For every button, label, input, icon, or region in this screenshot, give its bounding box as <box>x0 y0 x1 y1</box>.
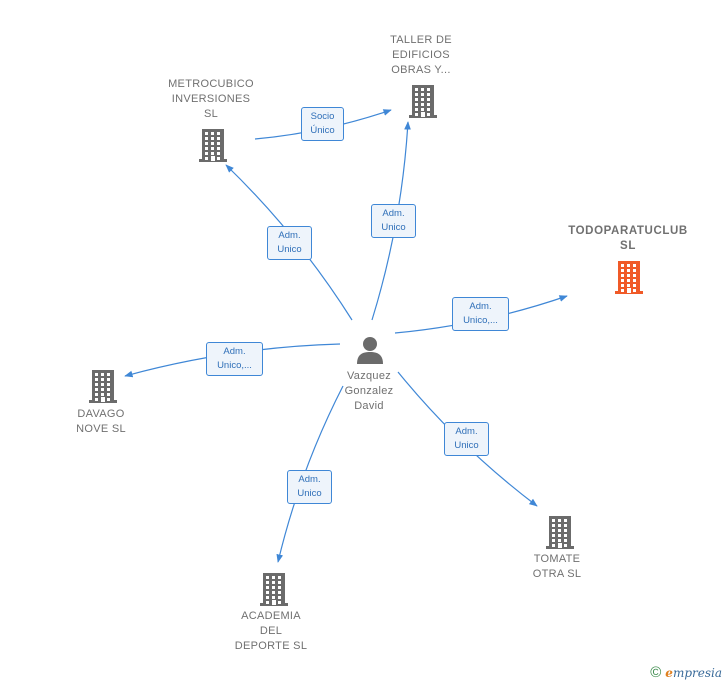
person-name-line: David <box>354 400 384 412</box>
node-label-line: METROCUBICO <box>168 78 254 90</box>
building-icon[interactable] <box>258 571 290 612</box>
node-label-line: EDIFICIOS <box>392 49 450 61</box>
edge-label-line: Unico,... <box>217 360 252 371</box>
person-name-line: Gonzalez <box>344 385 394 397</box>
person-icon[interactable] <box>354 334 386 366</box>
node-label-line: DEPORTE SL <box>234 640 308 652</box>
node-label-line: TODOPARATUCLUB <box>568 225 688 237</box>
node-label-line: DAVAGO <box>77 408 125 420</box>
edge-label-line: Adm. <box>469 301 492 312</box>
node-label-academia[interactable]: ACADEMIA DEL DEPORTE SL <box>221 609 321 654</box>
edge-label-line: Unico <box>297 488 322 499</box>
footer-credit: ©empresia <box>650 664 722 681</box>
edge-label-line: Socio <box>310 111 335 122</box>
edge-label-line: Adm. <box>455 426 478 437</box>
node-label-line: OTRA SL <box>532 568 582 580</box>
edge-label-adm-unico-taller[interactable]: Adm. Unico <box>371 204 416 238</box>
building-icon[interactable] <box>544 514 576 555</box>
edge-label-adm-unico-todo[interactable]: Adm. Unico,... <box>452 297 509 331</box>
edge-label-line: Adm. <box>278 230 301 241</box>
edge-label-adm-unico-tomate[interactable]: Adm. Unico <box>444 422 489 456</box>
brand-logo-text: mpresia <box>672 666 722 680</box>
node-label-metrocubico[interactable]: METROCUBICO INVERSIONES SL <box>156 77 266 122</box>
edge-label-socio-unico[interactable]: Socio Único <box>301 107 344 141</box>
edge-label-adm-unico-davago[interactable]: Adm. Unico,... <box>206 342 263 376</box>
edge-label-line: Unico <box>381 222 406 233</box>
building-icon[interactable] <box>87 368 119 409</box>
center-person-label[interactable]: Vazquez Gonzalez David <box>324 369 414 414</box>
building-icon[interactable] <box>197 127 229 168</box>
edge-label-line: Unico,... <box>463 315 498 326</box>
node-label-line: OBRAS Y... <box>391 64 451 76</box>
node-label-taller[interactable]: TALLER DE EDIFICIOS OBRAS Y... <box>371 33 471 78</box>
node-label-line: ACADEMIA <box>241 610 301 622</box>
edge-label-adm-unico-metro[interactable]: Adm. Unico <box>267 226 312 260</box>
node-label-davago[interactable]: DAVAGO NOVE SL <box>56 407 146 437</box>
person-name-line: Vazquez <box>346 370 392 382</box>
node-label-line: SL <box>203 108 219 120</box>
edges-layer <box>124 109 568 563</box>
node-label-line: TOMATE <box>533 553 581 565</box>
brand-logo-e: e <box>665 666 673 680</box>
node-label-line: NOVE SL <box>76 423 126 435</box>
node-label-line: INVERSIONES <box>171 93 251 105</box>
edge-label-line: Adm. <box>382 208 405 219</box>
edge-label-adm-unico-academia[interactable]: Adm. Unico <box>287 470 332 504</box>
node-label-tomate[interactable]: TOMATE OTRA SL <box>512 552 602 582</box>
edge-label-line: Único <box>310 125 335 136</box>
node-label-todoparatuclub[interactable]: TODOPARATUCLUB SL <box>558 224 698 254</box>
edge-label-line: Unico <box>454 440 479 451</box>
node-label-line: TALLER DE <box>390 34 452 46</box>
building-icon[interactable] <box>407 83 439 124</box>
edge-label-line: Adm. <box>298 474 321 485</box>
brand-logo[interactable]: empresia <box>665 666 722 680</box>
edge-label-line: Adm. <box>223 346 246 357</box>
node-label-line: DEL <box>259 625 283 637</box>
node-label-line: SL <box>620 240 636 252</box>
copyright-icon: © <box>650 664 662 681</box>
building-icon[interactable] <box>613 259 645 300</box>
edge-label-line: Unico <box>277 244 302 255</box>
